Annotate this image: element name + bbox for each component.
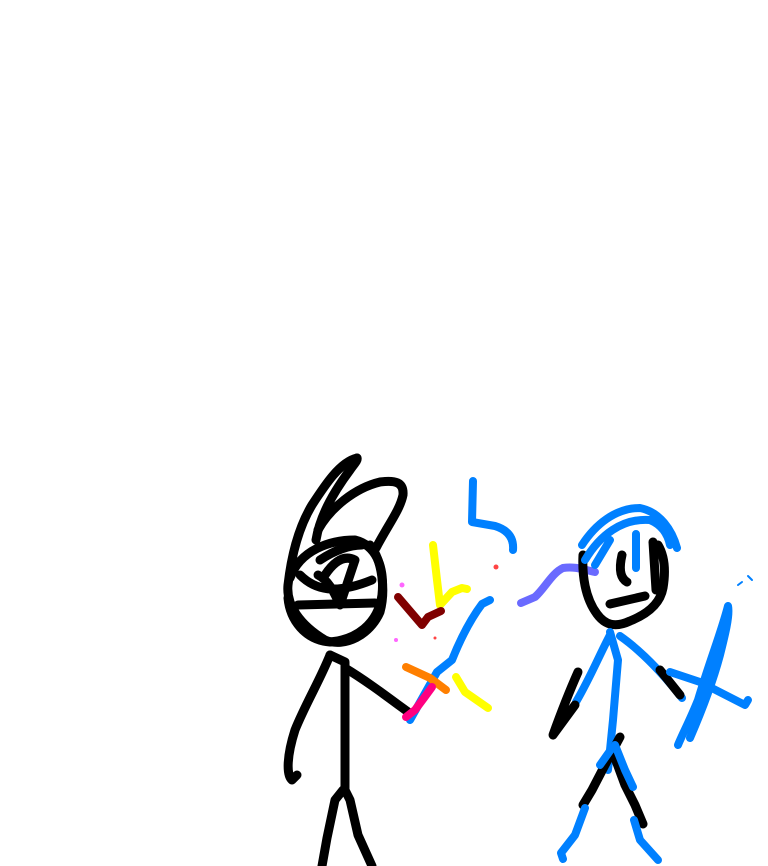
orange-stroke [402, 663, 450, 694]
right-sleeve [655, 665, 685, 700]
magenta-fleck [394, 638, 398, 642]
shield [674, 602, 733, 749]
mouth-line [293, 598, 380, 610]
right-figure [548, 504, 753, 864]
head-outline [283, 535, 388, 647]
shield-arm [666, 668, 752, 709]
magic-effects [394, 477, 599, 724]
magenta-fleck [399, 582, 405, 588]
hair [578, 504, 681, 572]
left-leg [557, 744, 616, 863]
right-leg-black [610, 753, 648, 829]
body [325, 650, 350, 795]
mouth-line [605, 591, 650, 609]
right-arm [340, 663, 413, 717]
yellow-stroke [429, 541, 471, 609]
left-sleeve [548, 667, 583, 740]
left-arm [283, 650, 335, 785]
dark-red-stroke [394, 593, 445, 629]
right-leg [611, 741, 662, 864]
right-leg [340, 785, 377, 866]
left-leg [317, 785, 348, 866]
left-arm [572, 631, 614, 706]
pink-stroke [402, 683, 436, 721]
yellow-spark [452, 673, 492, 712]
eye-right [648, 537, 661, 595]
head-outline [578, 540, 669, 630]
red-fleck [493, 564, 499, 570]
left-figure [283, 453, 413, 866]
right-ear-stroke [313, 476, 408, 553]
eye-scribble [295, 540, 377, 610]
eye-left [615, 550, 632, 587]
blue-beam [406, 596, 494, 724]
blue-fleck [737, 575, 753, 586]
blue-squiggle [468, 477, 518, 554]
red-fleck [433, 636, 437, 640]
